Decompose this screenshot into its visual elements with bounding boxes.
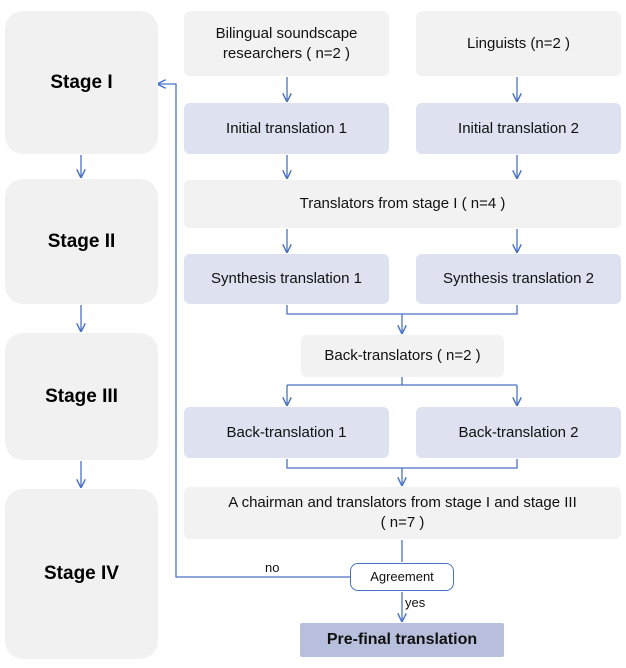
translators-stage1-box: Translators from stage I ( n=4 ) xyxy=(184,180,621,228)
back-translation-1-box: Back-translation 1 xyxy=(184,407,389,458)
synthesis-translation-2-box: Synthesis translation 2 xyxy=(416,254,621,304)
stage-1-box: Stage I xyxy=(5,11,158,154)
back-translation-2-label: Back-translation 2 xyxy=(458,423,579,441)
stage-2-box: Stage II xyxy=(5,179,158,304)
linguists-label: Linguists (n=2 ) xyxy=(467,34,570,52)
stage-3-box: Stage III xyxy=(5,333,158,460)
stage-4-box: Stage IV xyxy=(5,489,158,659)
researchers-label-line1: Bilingual soundscape xyxy=(215,24,358,42)
stage-3-label: Stage III xyxy=(45,385,118,407)
edge-label-no: no xyxy=(265,560,280,575)
initial-translation-1-label: Initial translation 1 xyxy=(226,119,347,137)
arrow-no-loop xyxy=(158,84,350,578)
back-translation-2-box: Back-translation 2 xyxy=(416,407,621,458)
back-translators-label: Back-translators ( n=2 ) xyxy=(324,347,481,364)
agreement-label: Agreement xyxy=(370,569,434,584)
back-translation-1-label: Back-translation 1 xyxy=(226,423,347,441)
synthesis-translation-1-box: Synthesis translation 1 xyxy=(184,254,389,304)
edge-label-yes: yes xyxy=(405,595,426,610)
chairman-box: A chairman and translators from stage I … xyxy=(184,487,621,539)
chairman-label-line2: ( n=7 ) xyxy=(380,514,425,531)
merge-backtranslations xyxy=(286,459,518,469)
stage-4-label: Stage IV xyxy=(44,563,119,584)
stage-1-label: Stage I xyxy=(50,71,113,93)
agreement-box: Agreement xyxy=(350,563,454,591)
researchers-label-line2: researchers ( n=2 ) xyxy=(222,44,351,62)
initial-translation-2-label: Initial translation 2 xyxy=(458,119,579,137)
back-translators-box: Back-translators ( n=2 ) xyxy=(301,335,504,377)
translators-stage1-label: Translators from stage I ( n=4 ) xyxy=(299,195,506,212)
pre-final-translation-label: Pre-final translation xyxy=(326,631,478,648)
chairman-label-line1: A chairman and translators from stage I … xyxy=(228,494,577,511)
synthesis-translation-1-label: Synthesis translation 1 xyxy=(211,270,362,287)
stage-2-label: Stage II xyxy=(47,230,116,252)
merge-synthesis xyxy=(286,305,518,315)
researchers-box: Bilingual soundscape researchers ( n=2 ) xyxy=(184,11,389,76)
linguists-box: Linguists (n=2 ) xyxy=(416,11,621,76)
synthesis-translation-2-label: Synthesis translation 2 xyxy=(443,270,594,287)
initial-translation-2-box: Initial translation 2 xyxy=(416,103,621,154)
pre-final-translation-box: Pre-final translation xyxy=(300,623,504,657)
initial-translation-1-box: Initial translation 1 xyxy=(184,103,389,154)
